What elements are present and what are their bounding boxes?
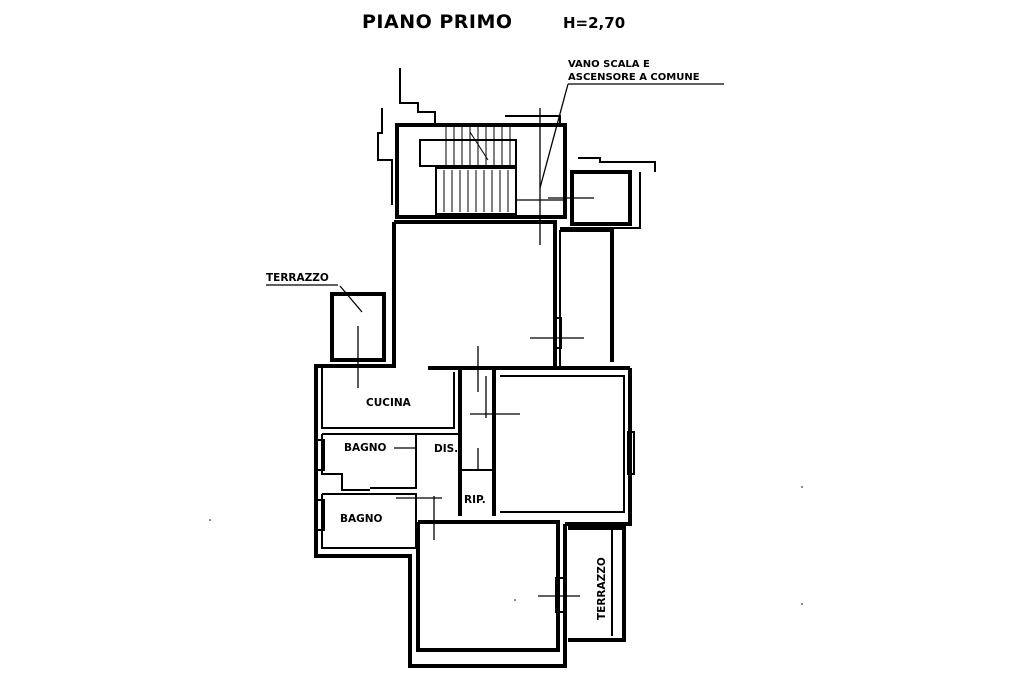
storage-label: RIP. <box>464 494 486 506</box>
stair-label-line1: VANO SCALA E <box>568 59 650 70</box>
floor-title: PIANO PRIMO <box>362 11 513 33</box>
height-label: H=2,70 <box>563 14 625 32</box>
speck <box>209 519 211 521</box>
hall-label: DIS. <box>434 443 458 455</box>
terrace-right-label: TERRAZZO <box>596 557 608 620</box>
apartment-walls <box>314 220 635 668</box>
neighbor-walls <box>377 68 656 229</box>
stair-label-line2: ASCENSORE A COMUNE <box>568 72 700 83</box>
stair-leader-line <box>539 83 569 189</box>
stair-core <box>395 108 632 245</box>
speck <box>801 603 803 605</box>
speck <box>801 486 803 488</box>
bath-upper-label: BAGNO <box>344 442 387 454</box>
bath-lower-label: BAGNO <box>340 513 383 525</box>
terrace-left-label: TERRAZZO <box>266 272 329 284</box>
kitchen-label: CUCINA <box>366 397 412 409</box>
speck <box>514 599 516 601</box>
